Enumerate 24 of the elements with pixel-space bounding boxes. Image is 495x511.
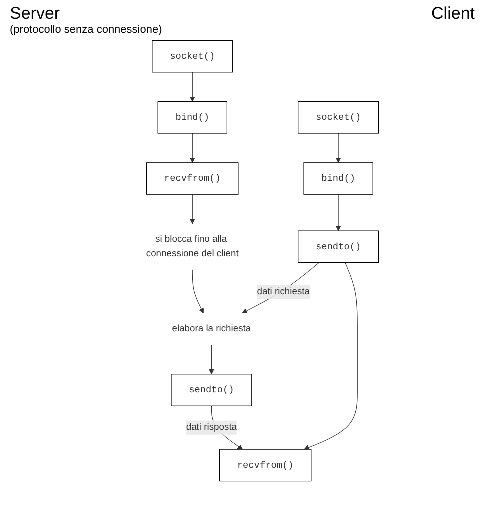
node-box: sendto() (298, 230, 380, 264)
column-heading: Server (10, 4, 62, 24)
node-box: recvfrom() (146, 162, 239, 195)
arrow (190, 72, 196, 102)
node-box: sendto() (171, 374, 252, 406)
edge-label: dati richiesta (257, 286, 310, 297)
column-heading: Client (432, 4, 475, 24)
node-box: recvfrom() (219, 449, 312, 482)
edge-label: dati risposta (186, 422, 238, 433)
node-box: bind() (158, 102, 228, 134)
node-text: elabora la richiesta (172, 324, 252, 334)
arrow (336, 133, 342, 164)
arrow (190, 194, 196, 224)
node-text: si blocca fino alla connessione del client (146, 234, 239, 259)
arrow (242, 262, 320, 314)
arrow (190, 133, 196, 164)
arrow (192, 270, 204, 314)
arrow (304, 262, 358, 450)
node-box: socket() (298, 102, 380, 134)
arrow (209, 344, 214, 375)
subtitle: (protocollo senza connessione) (10, 24, 162, 36)
node-box: bind() (304, 162, 374, 195)
node-box: socket() (152, 40, 234, 73)
arrow (336, 194, 342, 232)
